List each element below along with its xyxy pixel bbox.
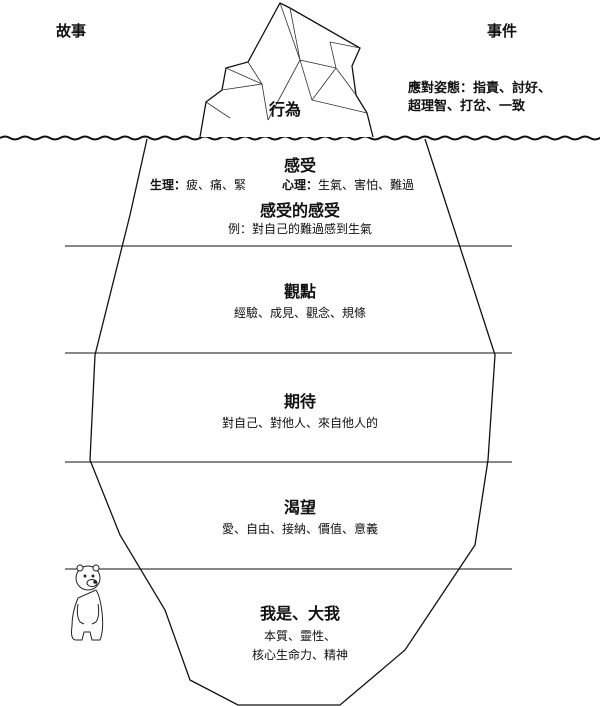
physio-items: 疲、痛、緊 (186, 178, 247, 192)
coping-stances-line2: 超理智、打岔、一致 (408, 99, 526, 114)
behavior-title: 行為 (268, 100, 301, 119)
yearnings-title: 渴望 (283, 498, 316, 517)
iceberg-facets (205, 2, 368, 121)
story-label: 故事 (56, 22, 87, 40)
expectations-desc: 對自己、對他人、來自他人的 (221, 416, 378, 430)
expectations-title: 期待 (283, 392, 316, 411)
yearnings-desc: 愛、自由、接納、價值、意義 (221, 522, 378, 536)
perceptions-desc: 經驗、成見、觀念、規條 (233, 306, 366, 320)
iceberg-body (89, 138, 496, 706)
psych-label: 心理： (282, 178, 319, 192)
self-title: 我是、大我 (259, 604, 340, 623)
perceptions-title: 觀點 (283, 282, 316, 301)
physio-label: 生理： (150, 178, 187, 192)
self-desc-line2: 核心生命力、精神 (251, 648, 348, 662)
feelings-about-feelings-example: 例：對自己的難過感到生氣 (227, 222, 372, 236)
feelings-title: 感受 (283, 156, 316, 175)
feelings-psych: 心理：生氣、害怕、難過 (282, 176, 414, 193)
feelings-physio: 生理：疲、痛、緊 (150, 176, 246, 193)
water-line (0, 135, 600, 141)
coping-stances-line1: 應對姿態：指責、討好、 (408, 81, 552, 96)
psych-items: 生氣、害怕、難過 (318, 178, 415, 192)
polar-bear-illustration (71, 564, 104, 641)
coping-stances: 應對姿態：指責、討好、 超理智、打岔、一致 (408, 80, 551, 116)
iceberg-tip (199, 2, 374, 138)
feelings-about-feelings-title: 感受的感受 (259, 201, 340, 220)
self-desc-line1: 本質、靈性、 (263, 629, 336, 643)
event-label: 事件 (487, 22, 518, 40)
